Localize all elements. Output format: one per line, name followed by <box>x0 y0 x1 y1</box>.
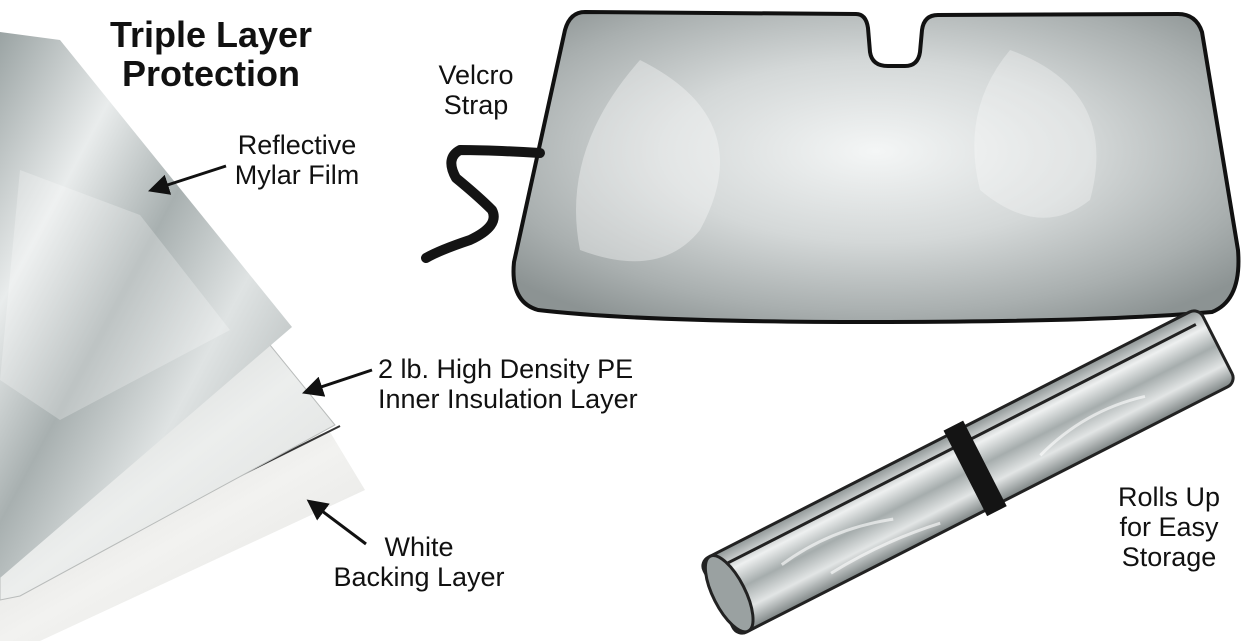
roll-end-cap <box>703 554 755 634</box>
windshield-sunshade <box>511 10 1241 324</box>
velcro-strap <box>421 145 545 263</box>
roll-strap <box>943 420 1007 517</box>
rolled-sunshade <box>701 309 1235 635</box>
title-line-1: Triple Layer <box>109 14 313 55</box>
layer-sheets <box>0 32 365 641</box>
callout-line: Storage <box>1121 542 1217 573</box>
reflective-mylar-layer <box>0 32 292 578</box>
roll-crinkle <box>780 394 1146 575</box>
sunshade-panel <box>511 10 1241 324</box>
page-title: Triple Layer Protection <box>96 14 326 94</box>
callout-line: Inner Insulation Layer <box>378 384 638 415</box>
callout-rolls-up: Rolls Up for Easy Storage <box>1104 482 1234 573</box>
callout-white-backing: White Backing Layer <box>310 532 528 592</box>
arrow-to-mylar <box>148 164 227 195</box>
mylar-highlight <box>0 170 230 420</box>
sunshade-sheen <box>576 60 720 262</box>
callout-line: Rolls Up <box>1117 482 1221 512</box>
callout-line: Strap <box>443 90 509 121</box>
callout-line: White <box>384 532 454 562</box>
callout-pe-insulation: 2 lb. High Density PE Inner Insulation L… <box>378 354 638 414</box>
sunshade-sheen-right <box>974 50 1097 218</box>
callout-reflective-mylar: Reflective Mylar Film <box>222 130 372 190</box>
title-line-2: Protection <box>121 52 300 94</box>
callout-line: Backing Layer <box>333 562 505 593</box>
callout-line: 2 lb. High Density PE <box>378 354 634 384</box>
arrow-to-pe <box>302 368 373 397</box>
callout-line: Mylar Film <box>234 160 360 191</box>
callout-line: Velcro <box>438 60 514 90</box>
callout-velcro-strap: Velcro Strap <box>428 60 524 120</box>
callout-line: Reflective <box>237 130 357 160</box>
callout-line: for Easy <box>1119 512 1219 543</box>
arrow-to-backing <box>306 499 367 546</box>
